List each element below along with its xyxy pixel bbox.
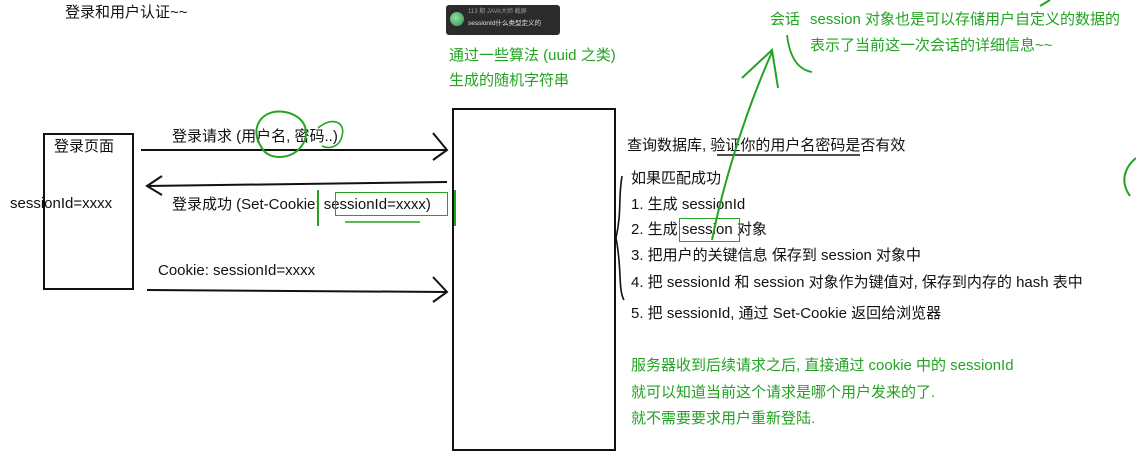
uuid-note-line-1: 通过一些算法 (uuid 之类) xyxy=(449,47,616,64)
client-label: 登录页面 xyxy=(54,138,115,155)
arrowhead-login-request xyxy=(432,132,449,161)
login-success-label: 登录成功 (Set-Cookie: sessionId=xxxx) xyxy=(172,196,431,213)
followup-line-3: 就不需要要求用户重新登陆. xyxy=(631,410,816,427)
steps-bracket xyxy=(615,175,625,301)
session-note-line-2: 表示了当前这一次会话的详细信息~~ xyxy=(810,37,1053,54)
arrow-session-to-note xyxy=(711,51,773,241)
arrow-login-success xyxy=(146,181,448,187)
tick-mark xyxy=(1039,0,1051,7)
arrowhead-login-success xyxy=(145,175,163,196)
arrowhead-cookie xyxy=(432,276,449,303)
step-3: 3. 把用户的关键信息 保存到 session 对象中 xyxy=(631,247,922,264)
arrow-cookie xyxy=(146,289,448,293)
session-word: 会话 xyxy=(770,11,801,28)
session-id-highlight xyxy=(335,192,448,216)
followup-line-1: 服务器收到后续请求之后, 直接通过 cookie 中的 sessionId xyxy=(631,357,1014,374)
curve-right-edge xyxy=(1123,157,1136,197)
server-box xyxy=(452,108,616,451)
client-session-id: sessionId=xxxx xyxy=(10,195,113,212)
if-match-text: 如果匹配成功 xyxy=(631,170,722,187)
query-text: 查询数据库, 验证你的用户名密码是否有效 xyxy=(627,137,906,154)
login-request-label: 登录请求 (用户名, 密码..) xyxy=(172,128,338,145)
circle-username xyxy=(255,110,308,158)
page-title: 登录和用户认证~~ xyxy=(65,4,188,21)
uuid-note-line-2: 生成的随机字符串 xyxy=(449,72,570,89)
followup-line-2: 就可以知道当前这个请求是哪个用户发来的了. xyxy=(631,384,936,401)
arrowhead-session-to-note xyxy=(741,47,779,89)
toast-line-2: sessionId什么类型定义的 xyxy=(468,20,541,27)
avatar xyxy=(450,12,464,26)
step-4: 4. 把 sessionId 和 session 对象作为键值对, 保存到内存的… xyxy=(631,274,1083,291)
session-note-line-1: session 对象也是可以存储用户自定义的数据的 xyxy=(810,11,1121,28)
curve-huihua xyxy=(786,34,813,73)
step-2: 2. 生成 session 对象 xyxy=(631,221,767,238)
step-5: 5. 把 sessionId, 通过 Set-Cookie 返回给浏览器 xyxy=(631,305,942,322)
screenshot-toast: 113 期 JAVA大师 截屏 sessionId什么类型定义的 xyxy=(446,5,560,35)
cookie-label: Cookie: sessionId=xxxx xyxy=(158,262,316,279)
client-box xyxy=(43,133,134,290)
toast-line-1: 113 期 JAVA大师 截屏 xyxy=(468,9,527,15)
step-1: 1. 生成 sessionId xyxy=(631,196,746,213)
loop-password xyxy=(317,120,344,149)
session-word-highlight xyxy=(679,218,740,242)
